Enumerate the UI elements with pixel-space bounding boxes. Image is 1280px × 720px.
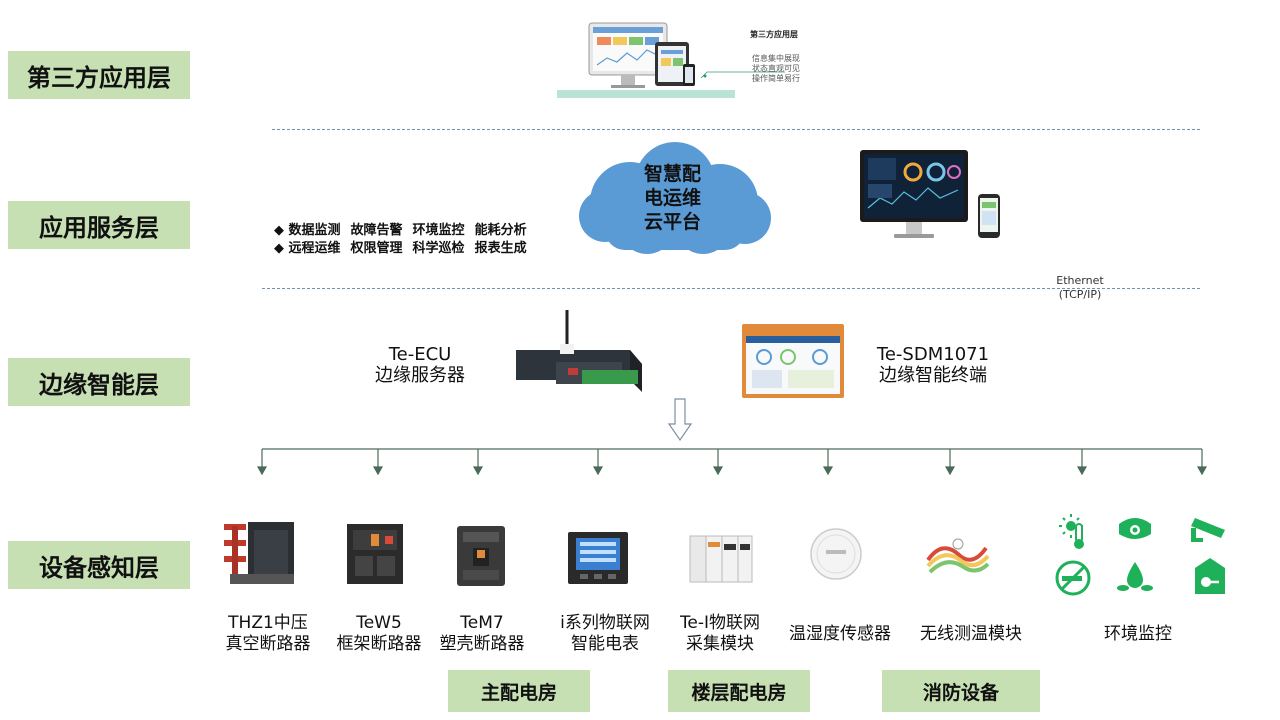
feature-energy-analysis: 能耗分析 bbox=[474, 223, 527, 238]
down-arrow-icon bbox=[668, 398, 692, 442]
device-caption-line-1: 温湿度传感器 bbox=[789, 624, 891, 644]
separator-line-ethernet bbox=[262, 288, 1200, 289]
temp-humidity-sensor-icon bbox=[810, 528, 862, 580]
device-caption-line-1: THZ1中压 bbox=[228, 613, 308, 633]
environment-monitor-icon bbox=[1055, 514, 1225, 596]
feature-permission-mgmt: 权限管理 bbox=[350, 241, 403, 256]
third-party-line-1: 信息集中展现 bbox=[752, 54, 800, 63]
device-caption-mccb: TeM7 塑壳断路器 bbox=[430, 613, 534, 655]
feature-data-monitoring: ◆ 数据监测 bbox=[274, 223, 341, 238]
smart-key-icon bbox=[1195, 558, 1225, 594]
edge-terminal-name: 边缘智能终端 bbox=[879, 365, 987, 386]
third-party-line-2: 状态直观可见 bbox=[752, 64, 800, 73]
device-caption-wireless-temp: 无线测温模块 bbox=[908, 624, 1034, 645]
device-caption-line-2: 框架断路器 bbox=[336, 634, 422, 654]
feature-report: 报表生成 bbox=[474, 241, 527, 256]
zone-label-floor-room: 楼层配电房 bbox=[668, 670, 810, 712]
device-caption-line-1: Te-I物联网 bbox=[679, 613, 761, 633]
device-caption-environment: 环境监控 bbox=[1088, 624, 1188, 645]
device-caption-line-2: 采集模块 bbox=[686, 634, 754, 654]
device-caption-line-1: 无线测温模块 bbox=[920, 624, 1022, 644]
wireless-temp-module-icon bbox=[926, 538, 990, 574]
layer-label-device: 设备感知层 bbox=[8, 541, 190, 589]
feature-row-1: ◆ 数据监测故障告警环境监控能耗分析 bbox=[274, 219, 537, 238]
edge-server-name: 边缘服务器 bbox=[375, 365, 465, 386]
distribution-tree bbox=[256, 448, 1208, 476]
vacuum-breaker-icon bbox=[224, 522, 294, 584]
ethernet-line-2: (TCP/IP) bbox=[1058, 288, 1102, 301]
edge-server-model: Te-ECU bbox=[388, 344, 452, 365]
ethernet-label: Ethernet (TCP/IP) bbox=[1045, 274, 1115, 302]
cloud-line-2: 电运维 bbox=[643, 187, 701, 209]
acquisition-module-icon bbox=[689, 535, 753, 583]
third-party-panel-title: 第三方应用层 bbox=[750, 30, 798, 39]
device-caption-line-2: 塑壳断路器 bbox=[439, 634, 525, 654]
device-caption-vacuum-breaker: THZ1中压 真空断路器 bbox=[212, 613, 324, 655]
feature-row-2: ◆ 远程运维权限管理科学巡检报表生成 bbox=[274, 237, 537, 256]
device-caption-line-1: 环境监控 bbox=[1104, 624, 1172, 644]
feature-inspection: 科学巡检 bbox=[412, 241, 465, 256]
device-caption-line-1: TeM7 bbox=[460, 613, 504, 633]
bullet-camera-icon bbox=[1191, 518, 1225, 542]
layer-label-app-service: 应用服务层 bbox=[8, 201, 190, 249]
separator-line-top bbox=[272, 129, 1200, 130]
device-caption-line-1: TeW5 bbox=[356, 613, 402, 633]
device-caption-smart-meter: i系列物联网 智能电表 bbox=[548, 613, 662, 655]
feature-env-monitoring: 环境监控 bbox=[412, 223, 465, 238]
cloud-line-1: 智慧配 bbox=[643, 163, 701, 185]
water-leak-icon bbox=[1117, 562, 1153, 591]
zone-label-main-room: 主配电房 bbox=[448, 670, 590, 712]
device-caption-line-2: 智能电表 bbox=[571, 634, 639, 654]
edge-terminal-caption: Te-SDM1071 边缘智能终端 bbox=[872, 344, 994, 386]
frame-breaker-icon bbox=[347, 524, 403, 584]
device-caption-acquisition-module: Te-I物联网 采集模块 bbox=[664, 613, 776, 655]
mccb-icon bbox=[457, 526, 505, 586]
device-caption-frame-breaker: TeW5 框架断路器 bbox=[328, 613, 430, 655]
cloud-line-3: 云平台 bbox=[643, 211, 701, 233]
ethernet-line-1: Ethernet bbox=[1056, 274, 1104, 287]
feature-remote-ops: ◆ 远程运维 bbox=[274, 241, 341, 256]
smart-meter-icon bbox=[568, 532, 628, 584]
monitor-phone-illustration bbox=[860, 150, 1000, 238]
cloud-icon bbox=[579, 142, 771, 254]
thermometer-icon bbox=[1059, 514, 1084, 549]
layer-label-third-party: 第三方应用层 bbox=[8, 51, 190, 99]
zone-label-fire-equipment: 消防设备 bbox=[882, 670, 1040, 712]
dome-camera-icon bbox=[1119, 518, 1151, 539]
no-smoking-icon bbox=[1055, 560, 1091, 596]
third-party-line-3: 操作简单易行 bbox=[752, 74, 800, 83]
layer-label-edge: 边缘智能层 bbox=[8, 358, 190, 406]
third-party-devices-illustration bbox=[557, 22, 785, 98]
cloud-platform-label: 智慧配 电运维 云平台 bbox=[615, 162, 730, 234]
edge-server-icon bbox=[516, 310, 642, 392]
edge-terminal-icon bbox=[742, 324, 844, 398]
feature-fault-alarm: 故障告警 bbox=[350, 223, 403, 238]
edge-server-caption: Te-ECU 边缘服务器 bbox=[370, 344, 470, 386]
device-caption-line-2: 真空断路器 bbox=[225, 634, 311, 654]
device-caption-line-1: i系列物联网 bbox=[560, 613, 650, 633]
edge-terminal-model: Te-SDM1071 bbox=[876, 344, 990, 365]
device-caption-temp-humidity: 温湿度传感器 bbox=[778, 624, 902, 645]
